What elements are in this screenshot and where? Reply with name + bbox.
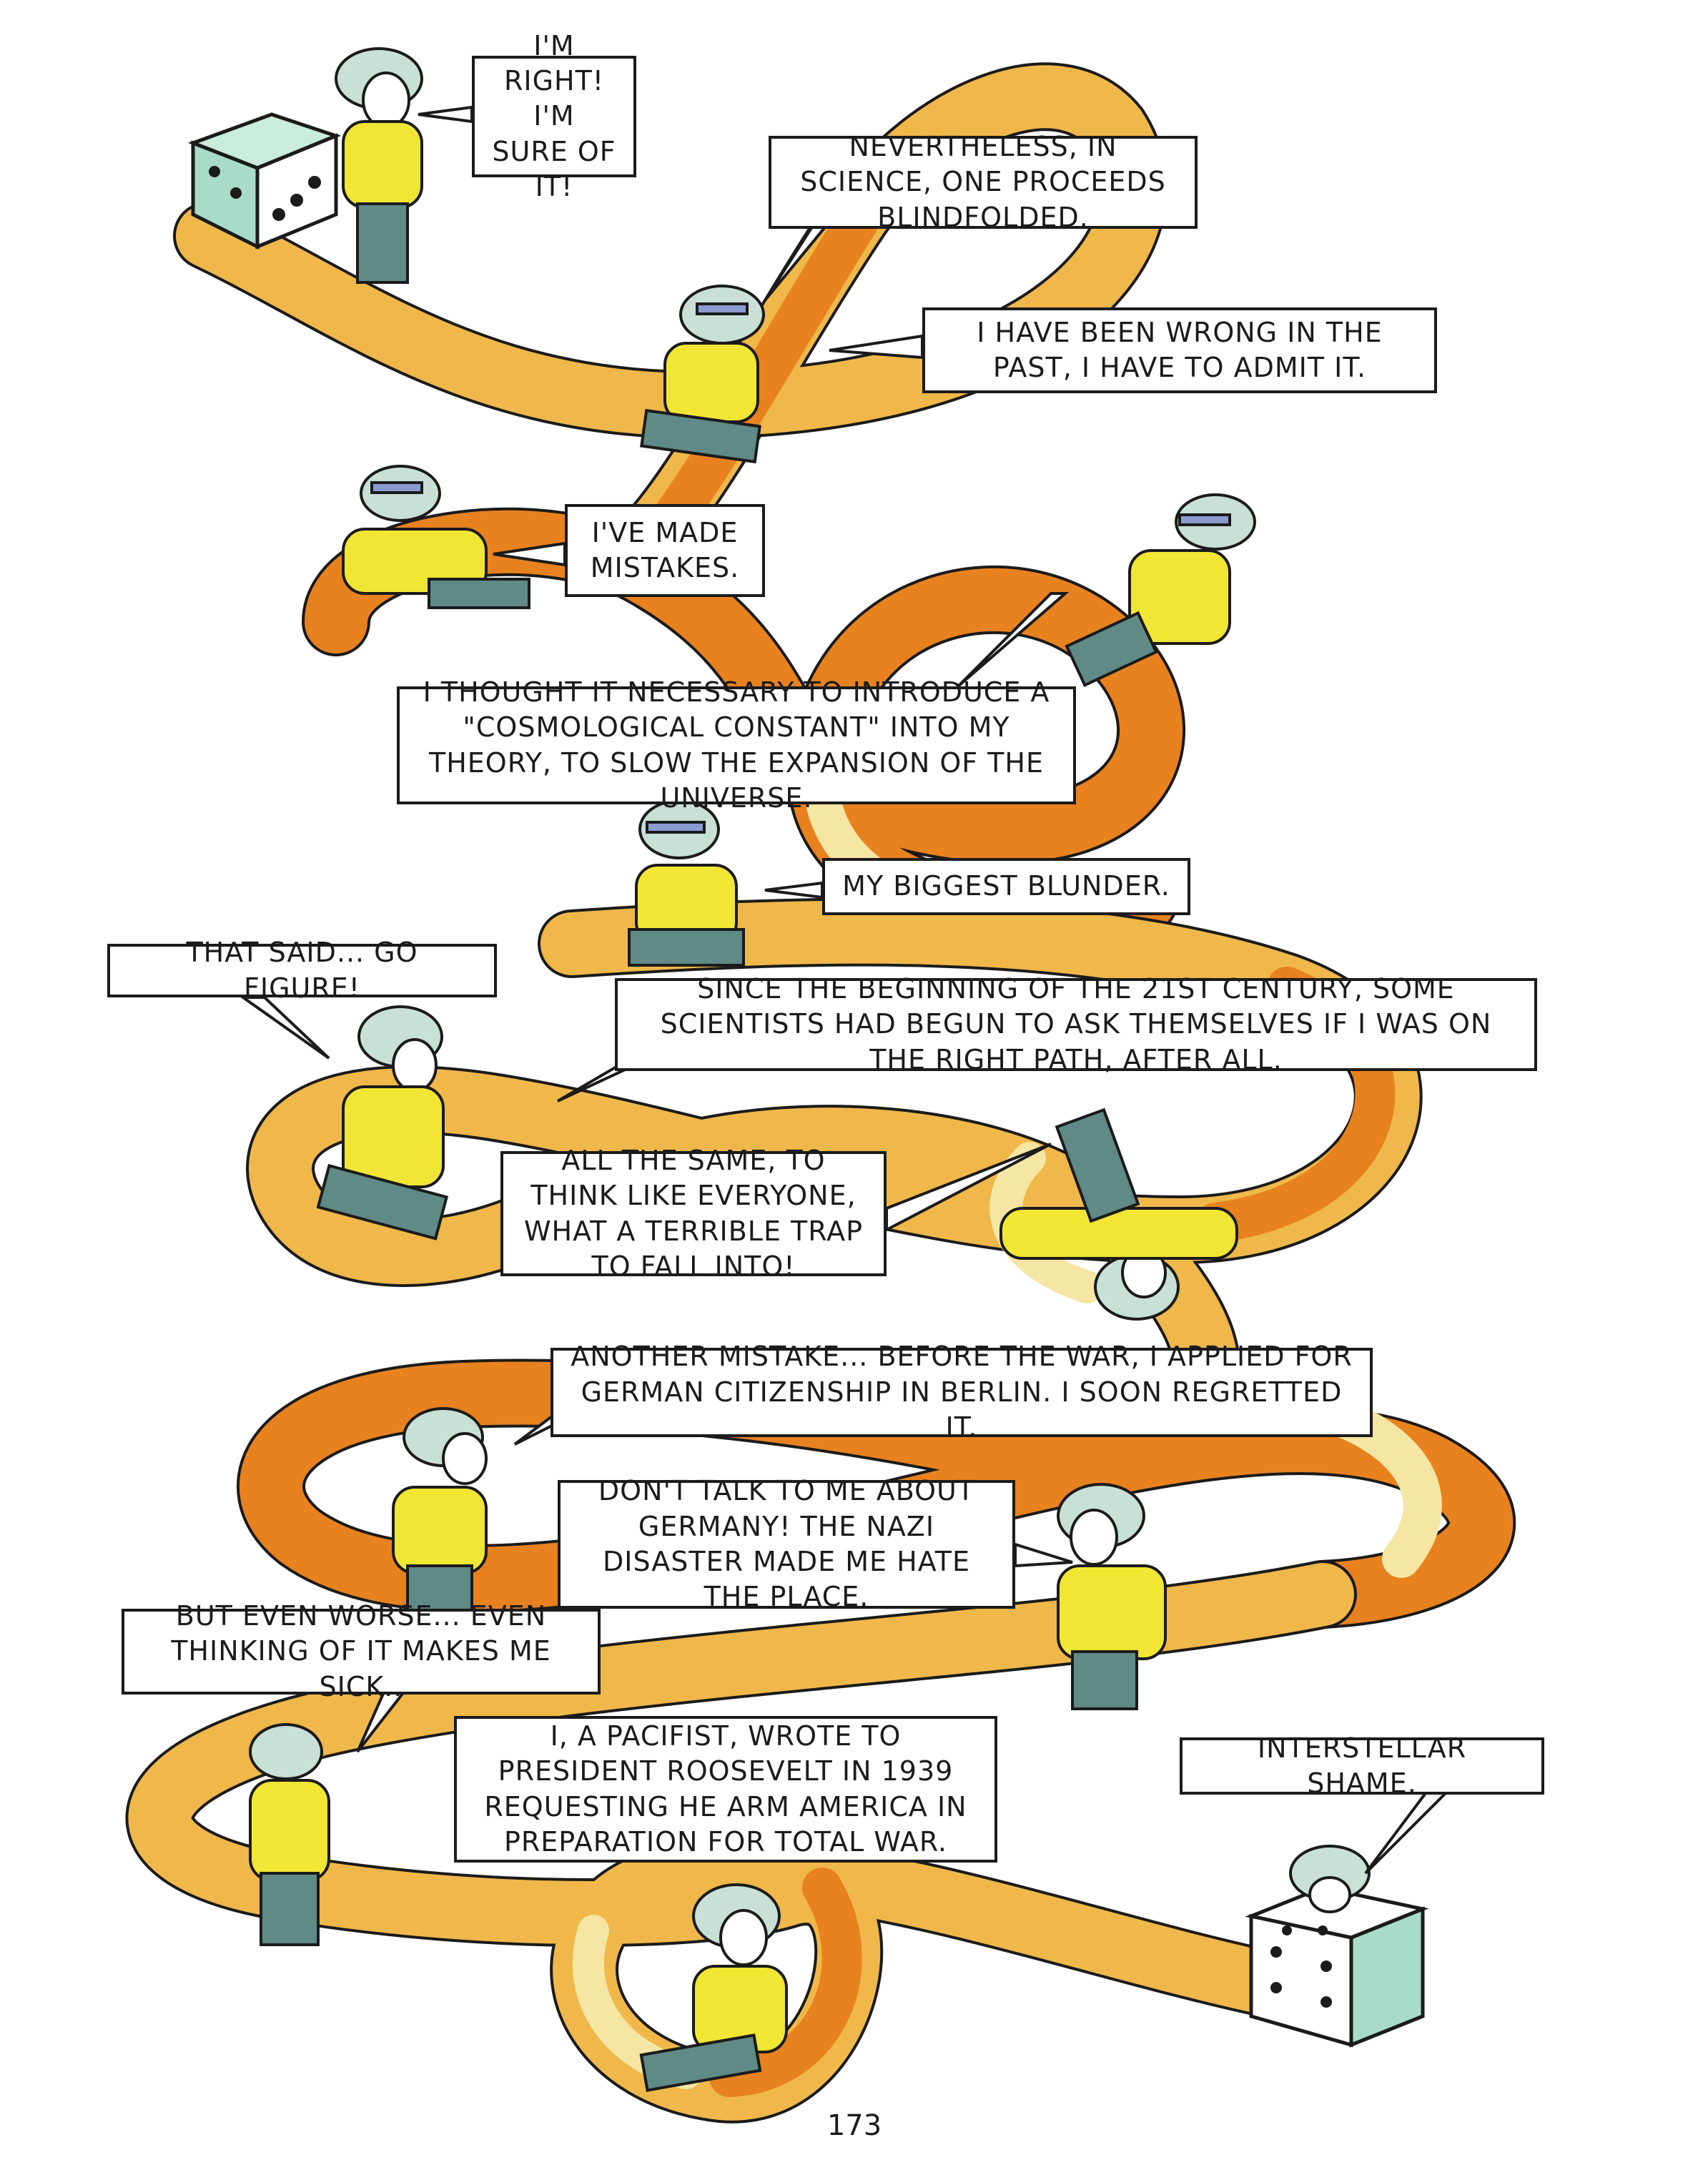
figure-kneeling: [628, 799, 745, 967]
page-number: 173: [826, 2109, 882, 2142]
speech-bubble-12: BUT EVEN WORSE... EVEN THINKING OF IT MA…: [122, 1600, 601, 1702]
figure-falling: [639, 1883, 788, 2092]
die-start: [187, 112, 342, 250]
figure-angry: [1057, 1483, 1167, 1710]
figure-standing-start: [335, 47, 423, 284]
speech-bubble-8: SINCE THE BEGINNING OF THE 21ST CENTURY,…: [615, 973, 1537, 1075]
speech-bubble-9: ALL THE SAME, TO THINK LIKE EVERYONE, WH…: [500, 1145, 887, 1282]
die-end: [1245, 1885, 1429, 2048]
figure-sitting-ribbon: [392, 1407, 488, 1617]
speech-bubble-3: I HAVE BEEN WRONG IN THE PAST, I HAVE TO…: [922, 307, 1437, 393]
speech-bubble-10: ANOTHER MISTAKE... BEFORE THE WAR, I APP…: [551, 1341, 1373, 1443]
speech-bubble-14: INTERSTELLAR SHAME.: [1180, 1732, 1544, 1799]
speech-bubble-13: I, A PACIFIST, WROTE TO PRESIDENT ROOSEV…: [454, 1716, 997, 1863]
figure-walking-blindfolded: [640, 285, 765, 464]
speech-bubble-7: THAT SAID... GO FIGURE!: [107, 937, 497, 1004]
speech-bubble-4: I'VE MADE MISTAKES.: [565, 504, 765, 597]
speech-tails: [238, 105, 1455, 1875]
character-figures: [249, 47, 1371, 2092]
figure-upside-down: [999, 1108, 1238, 1321]
speech-bubble-1: I'M RIGHT! I'M SURE OF IT!: [472, 30, 636, 202]
figure-crawling: [342, 465, 530, 609]
figure-sliding-loop: [1065, 493, 1256, 687]
speech-bubble-2: NEVERTHELESS, IN SCIENCE, ONE PROCEEDS B…: [769, 131, 1198, 233]
figure-hiding-behind-die: [1289, 1845, 1371, 1913]
figure-removing-blindfold: [316, 1005, 449, 1241]
speech-bubble-11: DON'T TALK TO ME ABOUT GERMANY! THE NAZI…: [558, 1475, 1015, 1612]
figure-sick: [249, 1723, 330, 1946]
speech-bubble-6: MY BIGGEST BLUNDER.: [822, 858, 1190, 915]
speech-bubble-5: I THOUGHT IT NECESSARY TO INTRODUCE A "C…: [397, 676, 1076, 814]
